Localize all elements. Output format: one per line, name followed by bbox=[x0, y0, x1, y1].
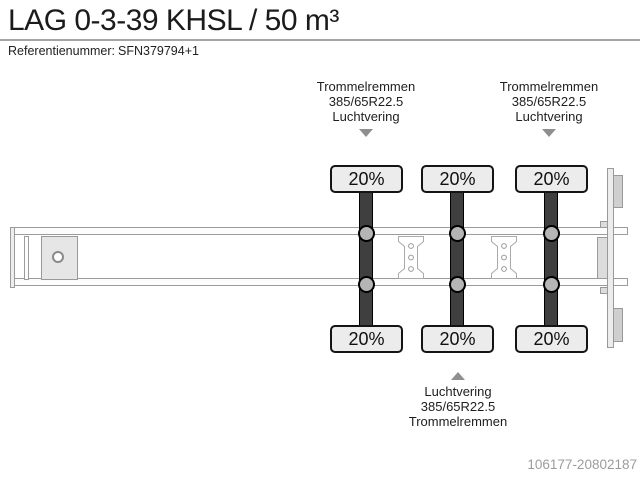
axle3-bottom-load-badge: 20% bbox=[515, 325, 588, 353]
axle3-bar bbox=[544, 189, 558, 327]
axle2-bar bbox=[450, 189, 464, 327]
axle3-top-wheel bbox=[543, 225, 560, 242]
rear-lamp-top bbox=[613, 175, 623, 208]
header-divider bbox=[0, 39, 640, 41]
chassis-rail-bottom bbox=[10, 278, 628, 286]
rear-lamp-bottom bbox=[613, 308, 623, 342]
arrow-down-icon bbox=[542, 129, 556, 137]
axle1-bottom-load-badge: 20% bbox=[330, 325, 403, 353]
chassis-front-divider bbox=[24, 236, 29, 280]
arrow-up-icon bbox=[451, 372, 465, 380]
axle3-spec-label: Trommelremmen 385/65R22.5 Luchtvering bbox=[469, 79, 629, 137]
axle1-top-load-badge: 20% bbox=[330, 165, 403, 193]
axle1-spec-label: Trommelremmen 385/65R22.5 Luchtvering bbox=[286, 79, 446, 137]
kingpin-icon bbox=[52, 251, 64, 263]
axle2-bottom-wheel bbox=[449, 276, 466, 293]
spec-line-tires: 385/65R22.5 bbox=[420, 399, 496, 414]
axle3-top-load-badge: 20% bbox=[515, 165, 588, 193]
axle1-bottom-wheel bbox=[358, 276, 375, 293]
reference-label: Referentienummer: bbox=[8, 44, 115, 58]
axle3-bottom-wheel bbox=[543, 276, 560, 293]
listing-id: 106177-20802187 bbox=[527, 457, 637, 472]
spec-line-tires: 385/65R22.5 bbox=[328, 94, 404, 109]
spec-line-suspension: Luchtvering bbox=[515, 109, 583, 124]
spec-line-brakes: Trommelremmen bbox=[499, 79, 599, 94]
cross-member-bracket bbox=[491, 236, 517, 279]
axle1-bar bbox=[359, 189, 373, 327]
axle2-bottom-load-badge: 20% bbox=[421, 325, 494, 353]
arrow-down-icon bbox=[359, 129, 373, 137]
page-title: LAG 0-3-39 KHSL / 50 m³ bbox=[8, 4, 339, 37]
spec-line-brakes: Trommelremmen bbox=[316, 79, 416, 94]
reference-value: SFN379794+1 bbox=[118, 44, 199, 58]
chassis-front-edge bbox=[10, 227, 15, 288]
chassis-rail-top bbox=[10, 227, 628, 235]
spec-line-brakes: Trommelremmen bbox=[408, 414, 508, 429]
kingpin-plate bbox=[41, 236, 78, 280]
rear-underride-bar bbox=[607, 168, 614, 348]
axle2-spec-label: Luchtvering 385/65R22.5 Trommelremmen bbox=[378, 372, 538, 429]
spec-line-suspension: Luchtvering bbox=[424, 384, 492, 399]
reference-number: Referentienummer:SFN379794+1 bbox=[8, 44, 202, 58]
spec-line-suspension: Luchtvering bbox=[332, 109, 400, 124]
spec-line-tires: 385/65R22.5 bbox=[511, 94, 587, 109]
axle1-top-wheel bbox=[358, 225, 375, 242]
axle2-top-load-badge: 20% bbox=[421, 165, 494, 193]
axle2-top-wheel bbox=[449, 225, 466, 242]
cross-member-bracket bbox=[398, 236, 424, 279]
